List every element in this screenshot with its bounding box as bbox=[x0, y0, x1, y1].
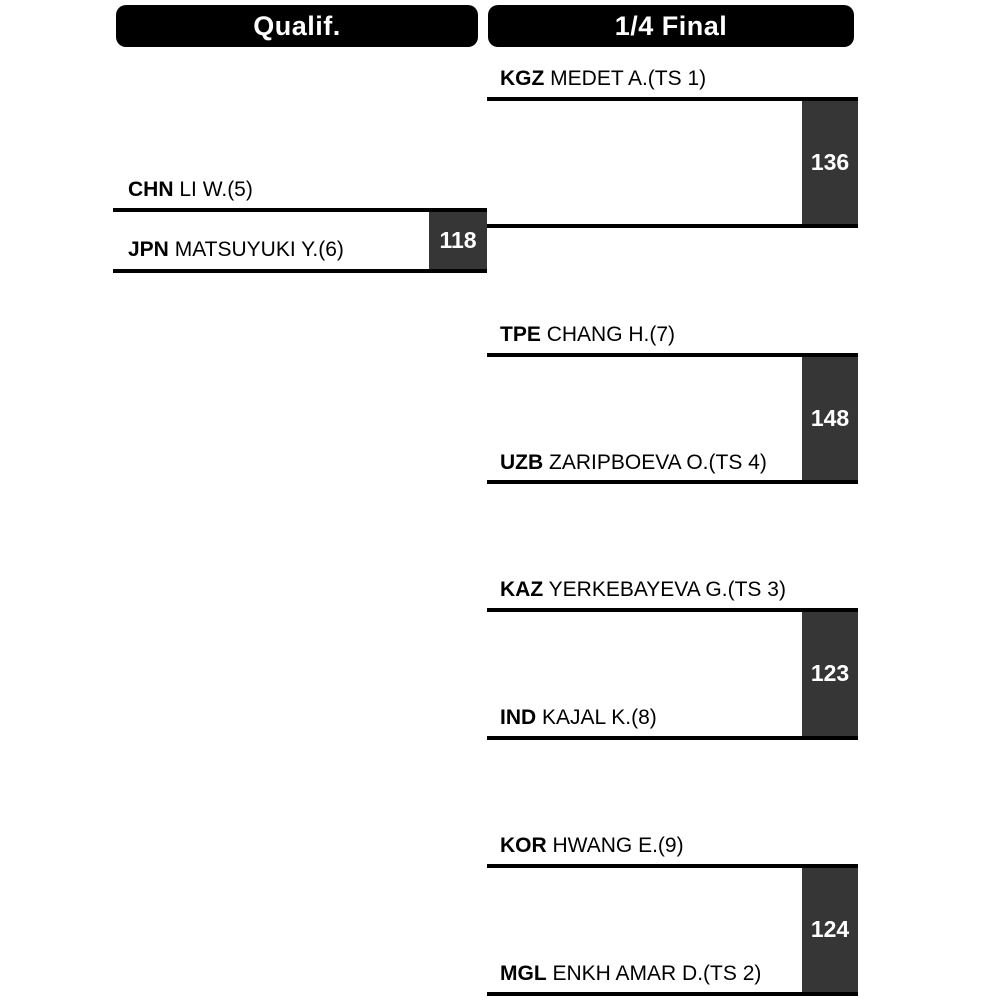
qualif-match-bottom-line bbox=[113, 269, 487, 273]
qualif-match-top-line bbox=[113, 208, 487, 212]
player-name: LI W.(5) bbox=[179, 178, 253, 201]
country-code: KGZ bbox=[500, 67, 545, 90]
qf3-player-bottom: IND KAJAL K.(8) bbox=[500, 704, 657, 732]
player-name: ZARIPBOEVA O.(TS 4) bbox=[549, 451, 767, 474]
qf4-score-box: 124 bbox=[802, 864, 858, 995]
qf4-player-top: KOR HWANG E.(9) bbox=[500, 832, 684, 860]
country-code: KAZ bbox=[500, 578, 544, 601]
qf3-match-bottom-line bbox=[487, 736, 858, 740]
country-code: UZB bbox=[500, 451, 544, 474]
score-value: 136 bbox=[810, 149, 850, 175]
score-value: 123 bbox=[810, 660, 850, 686]
player-name: KAJAL K.(8) bbox=[542, 706, 657, 729]
country-code: JPN bbox=[128, 238, 169, 261]
qf1-score-box: 136 bbox=[802, 97, 858, 228]
player-name: MATSUYUKI Y.(6) bbox=[174, 238, 344, 261]
player-name: HWANG E.(9) bbox=[552, 834, 684, 857]
country-code: IND bbox=[500, 706, 537, 729]
qf2-score-box: 148 bbox=[802, 353, 858, 484]
country-code: KOR bbox=[500, 834, 547, 857]
qf3-score-box: 123 bbox=[802, 608, 858, 739]
qf4-match-top-line bbox=[487, 864, 858, 868]
qf3-player-top: KAZ YERKEBAYEVA G.(TS 3) bbox=[500, 576, 786, 604]
qf4-player-bottom: MGL ENKH AMAR D.(TS 2) bbox=[500, 960, 761, 988]
round-header-label: 1/4 Final bbox=[614, 10, 728, 41]
qf2-player-top: TPE CHANG H.(7) bbox=[500, 321, 675, 349]
qf3-match-top-line bbox=[487, 608, 858, 612]
round-header-quarterfinal: 1/4 Final bbox=[488, 5, 854, 47]
score-value: 118 bbox=[439, 227, 477, 253]
qf4-match-bottom-line bbox=[487, 992, 858, 996]
qf2-match-top-line bbox=[487, 353, 858, 357]
player-name: YERKEBAYEVA G.(TS 3) bbox=[548, 578, 786, 601]
player-name: MEDET A.(TS 1) bbox=[550, 67, 707, 90]
country-code: MGL bbox=[500, 962, 547, 985]
qf1-player-top: KGZ MEDET A.(TS 1) bbox=[500, 65, 706, 93]
round-header-qualification: Qualif. bbox=[116, 5, 478, 47]
qf1-match-top-line bbox=[487, 97, 858, 101]
player-name: CHANG H.(7) bbox=[546, 323, 676, 346]
qf2-player-bottom: UZB ZARIPBOEVA O.(TS 4) bbox=[500, 449, 767, 477]
player-name: ENKH AMAR D.(TS 2) bbox=[552, 962, 762, 985]
qf1-match-bottom-line bbox=[487, 224, 858, 228]
country-code: CHN bbox=[128, 178, 174, 201]
score-value: 124 bbox=[810, 916, 850, 942]
qualif-player-top: CHN LI W.(5) bbox=[128, 176, 253, 204]
qualif-player-bottom: JPN MATSUYUKI Y.(6) bbox=[128, 236, 344, 264]
country-code: TPE bbox=[500, 323, 541, 346]
qf2-match-bottom-line bbox=[487, 480, 858, 484]
score-value: 148 bbox=[810, 405, 850, 431]
qualif-score-box: 118 bbox=[429, 208, 487, 273]
round-header-label: Qualif. bbox=[253, 10, 341, 41]
